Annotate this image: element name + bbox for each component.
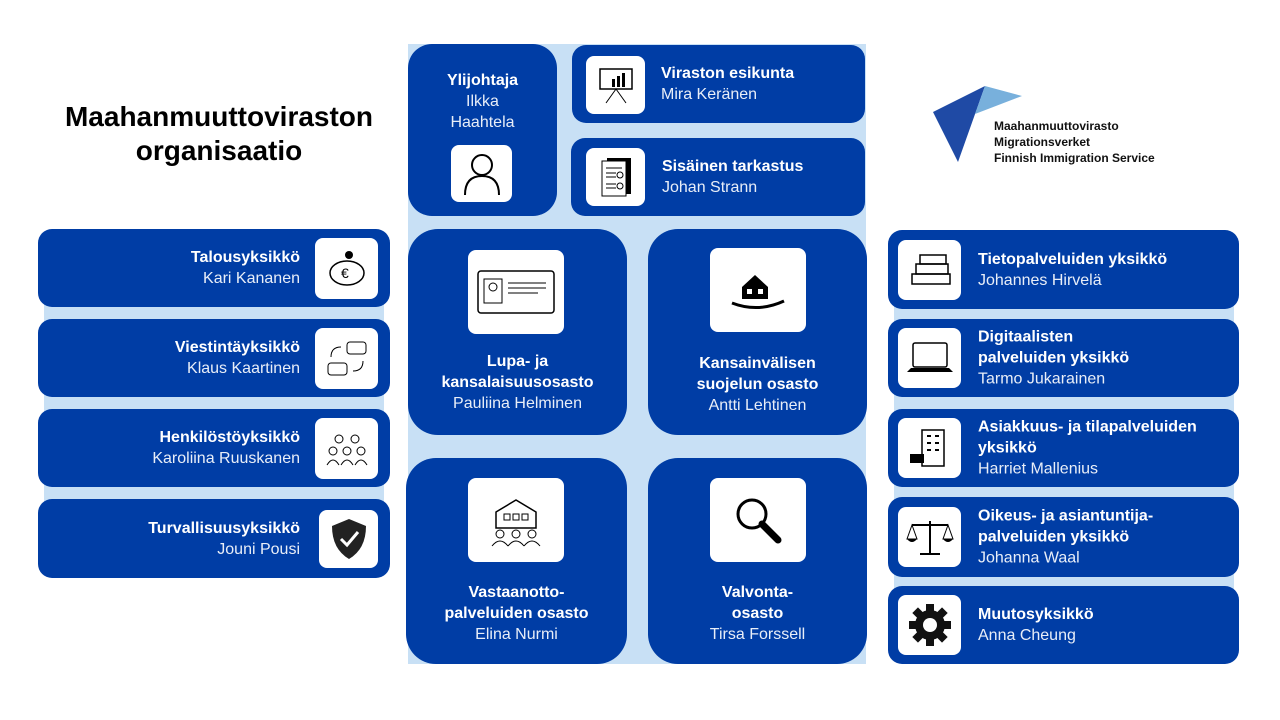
chat-bubbles-icon [315, 328, 378, 389]
books-icon [898, 240, 961, 300]
unit-head: Johan Strann [662, 179, 758, 196]
unit-title: Viestintäyksikkö [174, 339, 300, 356]
presentation-icon [586, 56, 645, 114]
dept-title: Kansainvälisen [699, 355, 816, 372]
unit-title: palveluiden yksikkö [978, 349, 1130, 367]
shield-check-icon [319, 510, 378, 568]
dept-title: Lupa- ja [486, 353, 549, 370]
logo-line: Finnish Immigration Service [994, 151, 1155, 165]
house-in-hand-icon [710, 248, 806, 332]
unit-title: palveluiden yksikkö [978, 528, 1130, 546]
dept-head: Elina Nurmi [475, 626, 558, 643]
unit-title: Viraston esikunta [661, 65, 795, 82]
unit-oikeus: Oikeus- ja asiantuntija-palveluiden yksi… [888, 497, 1239, 577]
laptop-icon [898, 328, 961, 388]
unit-title: Henkilöstöyksikkö [159, 429, 301, 446]
unit-head: Karoliina Ruuskanen [152, 450, 300, 467]
gear-icon [898, 595, 961, 655]
dept-title: Vastaanotto- [468, 584, 565, 601]
unit-head: Harriet Mallenius [978, 460, 1099, 478]
unit-title: Tietopalveluiden yksikkö [978, 250, 1168, 268]
magnifier-icon [710, 478, 806, 562]
dept-title: Valvonta- [721, 584, 794, 601]
people-group-icon [315, 418, 378, 479]
dept-title: osasto [731, 605, 784, 622]
dept-head: Antti Lehtinen [708, 397, 807, 414]
director-title: Ylijohtaja [446, 72, 519, 89]
dept-head: Pauliina Helminen [453, 395, 582, 412]
person-icon [451, 145, 512, 202]
unit-head: Johannes Hirvelä [978, 271, 1102, 289]
director-name: Ilkka [466, 93, 499, 110]
unit-title: Talousyksikkö [190, 249, 300, 266]
scales-icon [898, 507, 961, 567]
dept-title: kansalaisuusosasto [441, 374, 594, 391]
unit-title: Sisäinen tarkastus [662, 158, 804, 175]
unit-title: Oikeus- ja asiantuntija- [978, 507, 1154, 525]
dept-title: palveluiden osasto [444, 605, 589, 622]
unit-head: Mira Keränen [661, 86, 758, 103]
reception-building-icon [468, 478, 564, 562]
logo-line: Migrationsverket [994, 135, 1091, 149]
agency-logo: Maahanmuuttovirasto Migrationsverket Fin… [930, 84, 1190, 165]
director-box: Ylijohtaja Ilkka Haahtela [408, 44, 557, 216]
piggy-bank-icon: € [315, 238, 378, 299]
dept-head: Tirsa Forssell [709, 626, 806, 643]
svg-text:€: € [341, 265, 349, 281]
unit-head: Klaus Kaartinen [187, 360, 300, 377]
unit-title: Turvallisuusyksikkö [148, 519, 300, 537]
unit-head: Anna Cheung [978, 627, 1076, 644]
unit-title: Digitaalisten [978, 328, 1074, 346]
unit-title: Asiakkuus- ja tilapalveluiden [978, 418, 1197, 436]
checklist-icon [586, 148, 645, 206]
page-title: Maahanmuuttoviraston organisaatio [64, 101, 374, 166]
unit-head: Tarmo Jukarainen [978, 370, 1106, 388]
dept-title: suojelun osasto [696, 376, 819, 393]
unit-title: yksikkö [978, 439, 1037, 457]
director-name: Haahtela [450, 114, 515, 131]
unit-head: Johanna Waal [978, 549, 1080, 567]
office-building-icon [898, 418, 961, 478]
unit-head: Kari Kananen [203, 270, 300, 287]
logo-line: Maahanmuuttovirasto [994, 119, 1119, 133]
unit-head: Jouni Pousi [217, 540, 300, 558]
id-card-icon [468, 250, 564, 334]
unit-title: Muutosyksikkö [978, 606, 1094, 623]
